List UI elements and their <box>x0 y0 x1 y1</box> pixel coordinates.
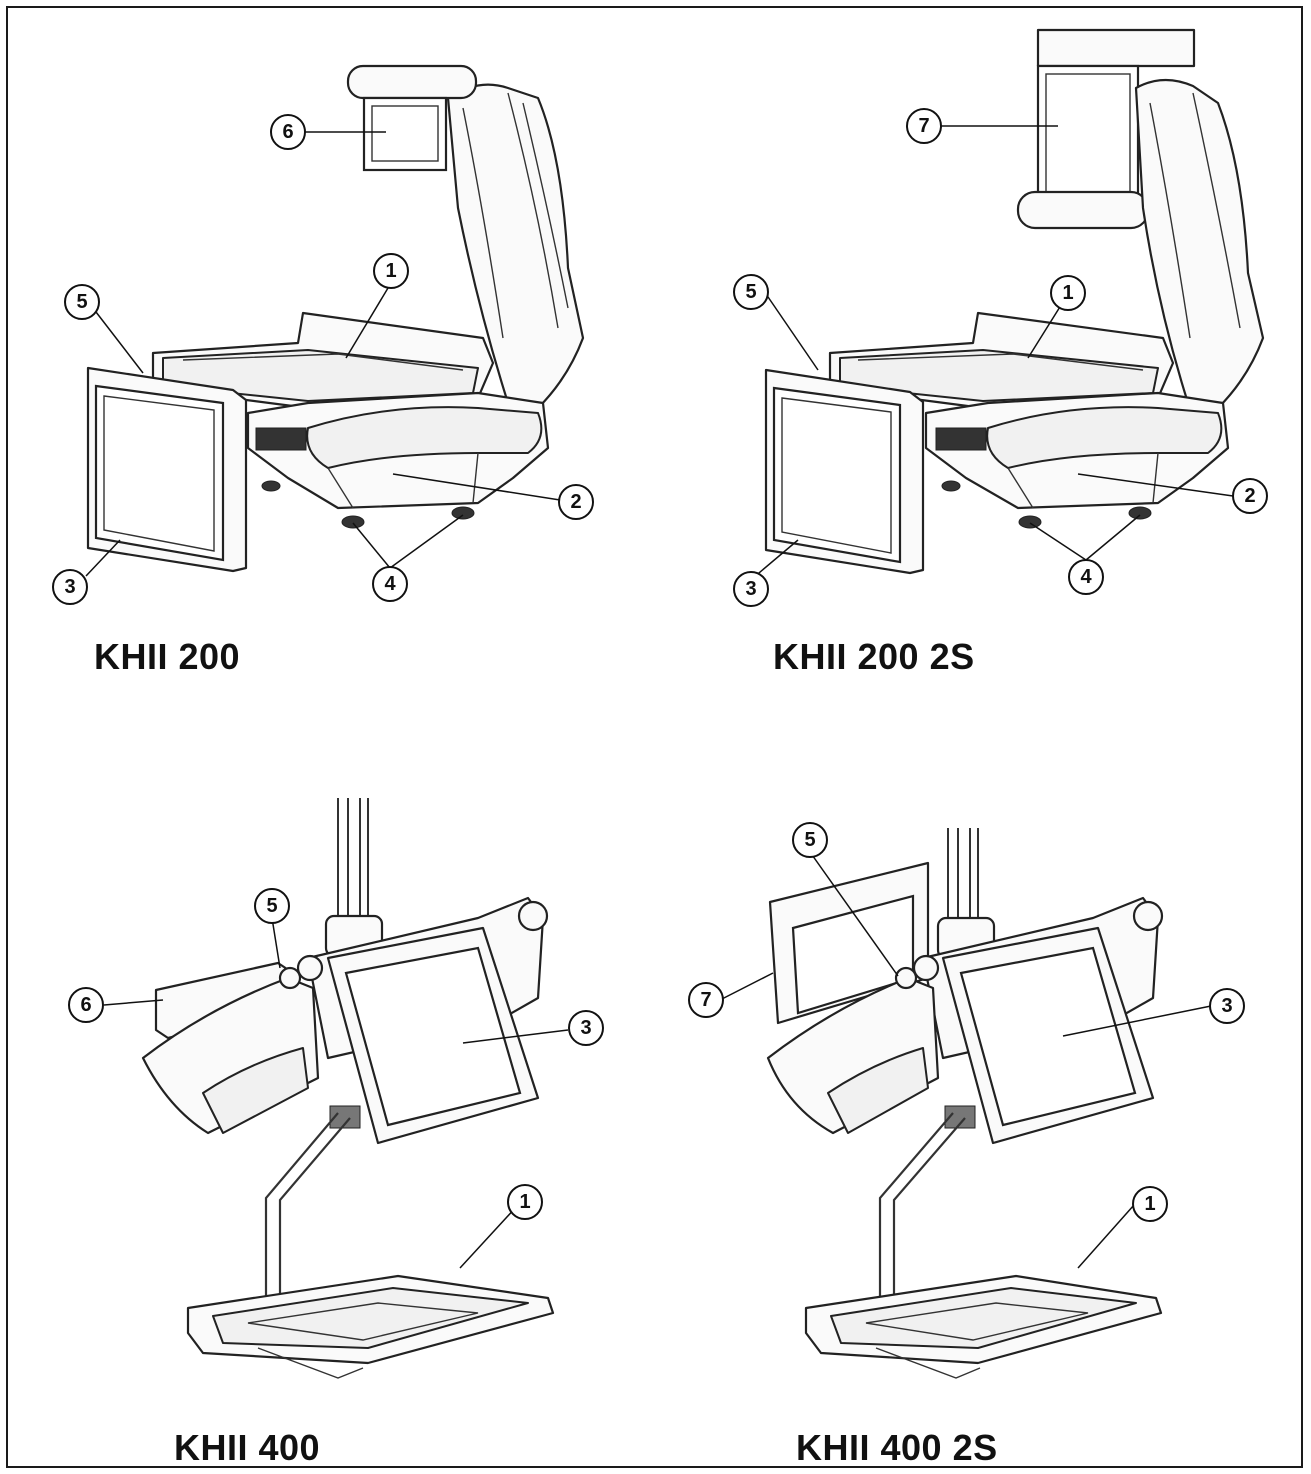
callout-1: 1 <box>507 1184 543 1220</box>
scale-drawing-khii-200-2s: 1 2 3 4 5 7 <box>733 28 1268 607</box>
callout-1: 1 <box>1132 1186 1168 1222</box>
svg-text:7: 7 <box>918 115 929 137</box>
svg-text:6: 6 <box>282 121 293 143</box>
caption-khii-400-2s: KHII 400 2S <box>796 1427 998 1468</box>
callout-4: 4 <box>372 566 408 602</box>
svg-text:2: 2 <box>570 491 581 513</box>
svg-text:4: 4 <box>1080 566 1092 588</box>
svg-text:1: 1 <box>1062 282 1073 304</box>
svg-text:4: 4 <box>384 573 396 595</box>
svg-text:1: 1 <box>519 1191 530 1213</box>
panel-khii-400: 1 3 5 6 KHII 400 <box>8 768 658 1468</box>
callout-4: 4 <box>1068 559 1104 595</box>
scale-drawing-khii-400-2s: 1 3 5 7 <box>688 822 1245 1379</box>
callout-7: 7 <box>906 108 942 144</box>
callout-2: 2 <box>1232 478 1268 514</box>
callout-1: 1 <box>1050 275 1086 311</box>
callout-5: 5 <box>733 274 769 310</box>
callout-6: 6 <box>68 987 104 1023</box>
panel-khii-200: 1 2 3 4 5 6 KHII 200 <box>8 8 658 708</box>
svg-text:1: 1 <box>385 260 396 282</box>
callout-5: 5 <box>254 888 290 924</box>
svg-text:6: 6 <box>80 994 91 1016</box>
panel-khii-400-2s: 1 3 5 7 KHII 400 2S <box>658 768 1298 1468</box>
callout-1: 1 <box>373 253 409 289</box>
caption-khii-200: KHII 200 <box>94 636 241 677</box>
figure-frame: 1 2 3 4 5 6 KHII 200 <box>6 6 1303 1468</box>
callout-3: 3 <box>1209 988 1245 1024</box>
caption-khii-400: KHII 400 <box>174 1427 321 1468</box>
panel-khii-200-2s: 1 2 3 4 5 7 KHII 200 2S <box>658 8 1298 708</box>
svg-text:2: 2 <box>1244 485 1255 507</box>
scale-drawing-khii-400: 1 3 5 6 <box>68 798 604 1379</box>
svg-text:3: 3 <box>580 1017 591 1039</box>
svg-text:3: 3 <box>745 578 756 600</box>
callout-7: 7 <box>688 982 724 1018</box>
callout-2: 2 <box>558 484 594 520</box>
svg-text:3: 3 <box>1221 995 1232 1017</box>
svg-text:1: 1 <box>1144 1193 1155 1215</box>
svg-text:5: 5 <box>266 895 277 917</box>
callout-5: 5 <box>64 284 100 320</box>
svg-text:5: 5 <box>745 281 756 303</box>
scale-drawing-khii-200: 1 2 3 4 5 6 <box>52 64 594 605</box>
caption-khii-200-2s: KHII 200 2S <box>773 636 975 677</box>
svg-text:7: 7 <box>700 989 711 1011</box>
callout-3: 3 <box>52 569 88 605</box>
svg-text:5: 5 <box>804 829 815 851</box>
callout-3: 3 <box>568 1010 604 1046</box>
svg-text:5: 5 <box>76 291 87 313</box>
callout-6: 6 <box>270 114 306 150</box>
svg-text:3: 3 <box>64 576 75 598</box>
callout-3: 3 <box>733 571 769 607</box>
callout-5: 5 <box>792 822 828 858</box>
